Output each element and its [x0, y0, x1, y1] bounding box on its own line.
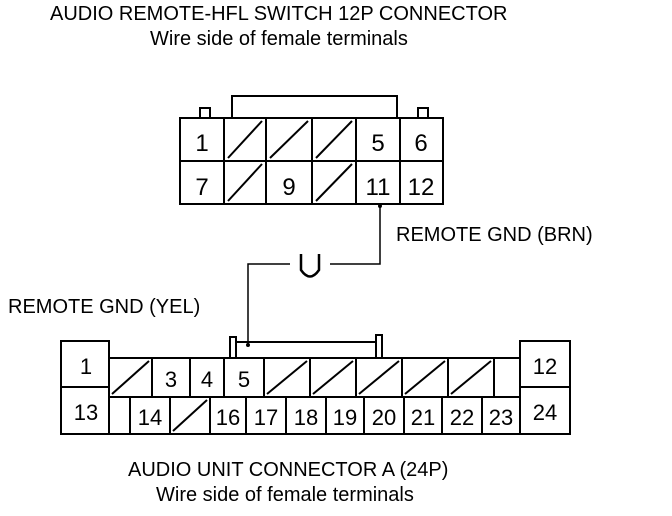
top-connector-title: AUDIO REMOTE-HFL SWITCH 12P CONNECTOR	[50, 3, 508, 25]
top-pin-11-terminal	[378, 204, 382, 208]
bottom-pin-label: 23	[489, 405, 513, 430]
bottom-pin-label: 13	[74, 400, 98, 425]
top-pin-label: 1	[195, 130, 208, 157]
bottom-pin-label: 12	[533, 354, 557, 379]
bottom-pin-label: 16	[216, 405, 240, 430]
bottom-pin-label: 3	[165, 367, 177, 392]
bottom-pin-label: 20	[372, 405, 396, 430]
top-pin-label: 7	[195, 174, 208, 201]
bottom-pin-label: 5	[238, 367, 250, 392]
top-pin-label: 6	[414, 130, 427, 157]
remote-gnd-brn-label: REMOTE GND (BRN)	[396, 224, 593, 246]
bottom-pin-label: 14	[138, 405, 162, 430]
bottom-connector-subtitle: Wire side of female terminals	[156, 484, 414, 506]
bottom-connector-body	[60, 334, 571, 435]
top-connector-body	[179, 95, 444, 205]
bottom-pin-label: 1	[80, 354, 92, 379]
top-pin-label: 11	[366, 174, 391, 201]
remote-gnd-yel-label: REMOTE GND (YEL)	[8, 296, 200, 318]
top-pin-label: 9	[282, 174, 295, 201]
bottom-pin-label: 19	[333, 405, 357, 430]
bottom-connector-title: AUDIO UNIT CONNECTOR A (24P)	[128, 459, 449, 481]
bottom-pin-label: 24	[533, 400, 557, 425]
bottom-pin-label: 22	[450, 405, 474, 430]
remote-gnd-wire	[247, 204, 381, 345]
bottom-pin-label: 21	[411, 405, 435, 430]
top-connector-subtitle: Wire side of female terminals	[150, 28, 408, 50]
bottom-pin-label: 17	[254, 405, 278, 430]
top-pin-label: 12	[408, 174, 435, 201]
top-pin-label: 5	[371, 130, 384, 157]
bottom-pin-label: 4	[201, 367, 213, 392]
bottom-pin-5-terminal	[246, 343, 250, 347]
bottom-pin-label: 18	[294, 405, 318, 430]
